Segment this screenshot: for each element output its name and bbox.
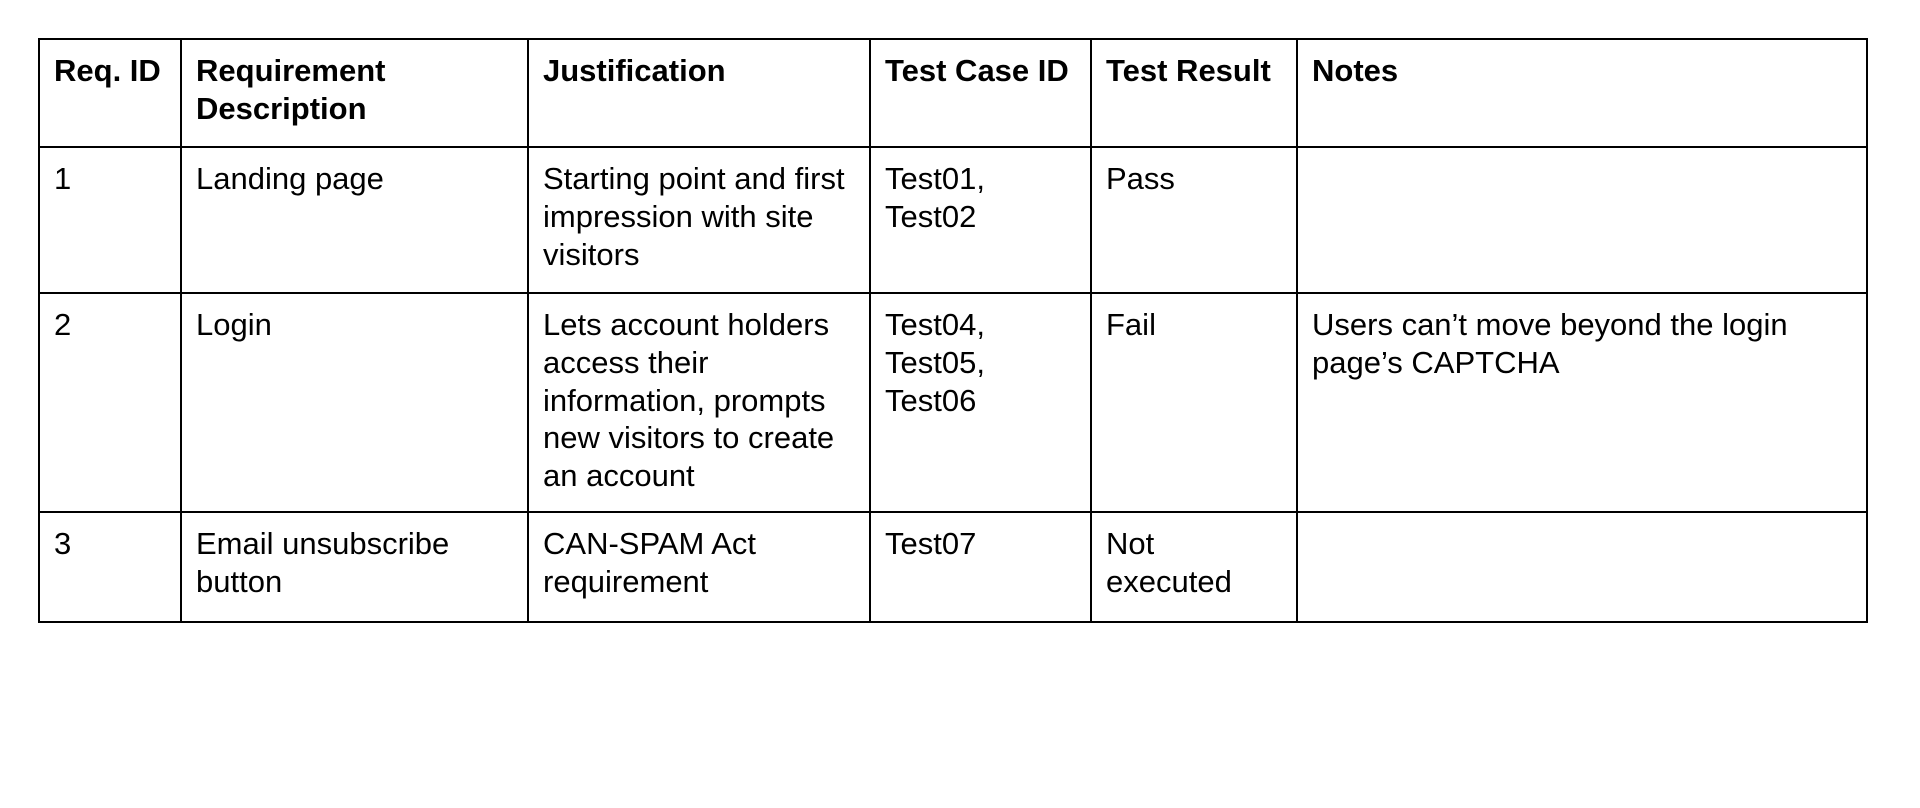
cell-test-case-id: Test04, Test05, Test06 [869,291,1092,514]
cell-test-result: Pass [1090,146,1298,294]
column-header-requirement-description-label: Requirement Description [196,53,386,126]
cell-req-id: 2 [38,291,182,514]
cell-justification: Lets account holders access their inform… [527,291,871,514]
cell-justification-value: CAN-SPAM Act requirement [543,526,757,599]
column-header-test-result: Test Result [1090,38,1298,148]
requirements-traceability-table: Req. ID Requirement Description Justific… [38,38,1868,624]
column-header-notes: Notes [1296,38,1868,148]
cell-test-result: Fail [1090,291,1298,514]
cell-test-case-id-value: Test07 [885,526,977,562]
cell-requirement-description-value: Landing page [196,161,384,196]
column-header-notes-label: Notes [1312,53,1399,88]
table-row: 2 Login Lets account holders access thei… [38,291,1868,514]
table-header: Req. ID Requirement Description Justific… [38,38,1868,148]
cell-notes-value: Users can’t move beyond the login page’s… [1312,307,1788,380]
cell-test-result-value: Not executed [1106,526,1232,599]
column-header-req-id-label: Req. ID [54,53,161,88]
cell-req-id-value: 3 [54,526,72,562]
cell-test-case-id-value: Test04, Test05, Test06 [885,307,985,418]
cell-req-id-value: 1 [54,161,72,196]
column-header-test-case-id: Test Case ID [869,38,1092,148]
cell-req-id: 3 [38,511,182,624]
cell-test-result-value: Pass [1106,161,1175,196]
table-header-row: Req. ID Requirement Description Justific… [38,38,1868,148]
cell-requirement-description-value: Email unsubscribe button [196,526,450,599]
table-body: 1 Landing page Starting point and first … [38,146,1868,624]
column-header-test-case-id-label: Test Case ID [885,53,1069,88]
cell-requirement-description-value: Login [196,307,272,342]
cell-justification-value: Lets account holders access their inform… [543,307,835,494]
cell-test-case-id: Test01, Test02 [869,146,1092,294]
column-header-req-id: Req. ID [38,38,182,148]
column-header-justification-label: Justification [543,53,726,88]
table-row: 3 Email unsubscribe button CAN-SPAM Act … [38,511,1868,624]
cell-notes: Users can’t move beyond the login page’s… [1296,291,1868,514]
table-row: 1 Landing page Starting point and first … [38,146,1868,294]
cell-test-case-id-value: Test01, Test02 [885,161,985,234]
cell-justification: CAN-SPAM Act requirement [527,511,871,624]
cell-requirement-description: Login [180,291,529,514]
cell-requirement-description: Landing page [180,146,529,294]
column-header-justification: Justification [527,38,871,148]
cell-notes [1296,511,1868,624]
cell-req-id: 1 [38,146,182,294]
cell-notes [1296,146,1868,294]
cell-test-case-id: Test07 [869,511,1092,624]
column-header-test-result-label: Test Result [1106,53,1271,88]
cell-requirement-description: Email unsubscribe button [180,511,529,624]
cell-justification-value: Starting point and first impression with… [543,161,845,272]
cell-req-id-value: 2 [54,307,72,342]
cell-test-result-value: Fail [1106,307,1156,342]
cell-test-result: Not executed [1090,511,1298,624]
cell-justification: Starting point and first impression with… [527,146,871,294]
column-header-requirement-description: Requirement Description [180,38,529,148]
